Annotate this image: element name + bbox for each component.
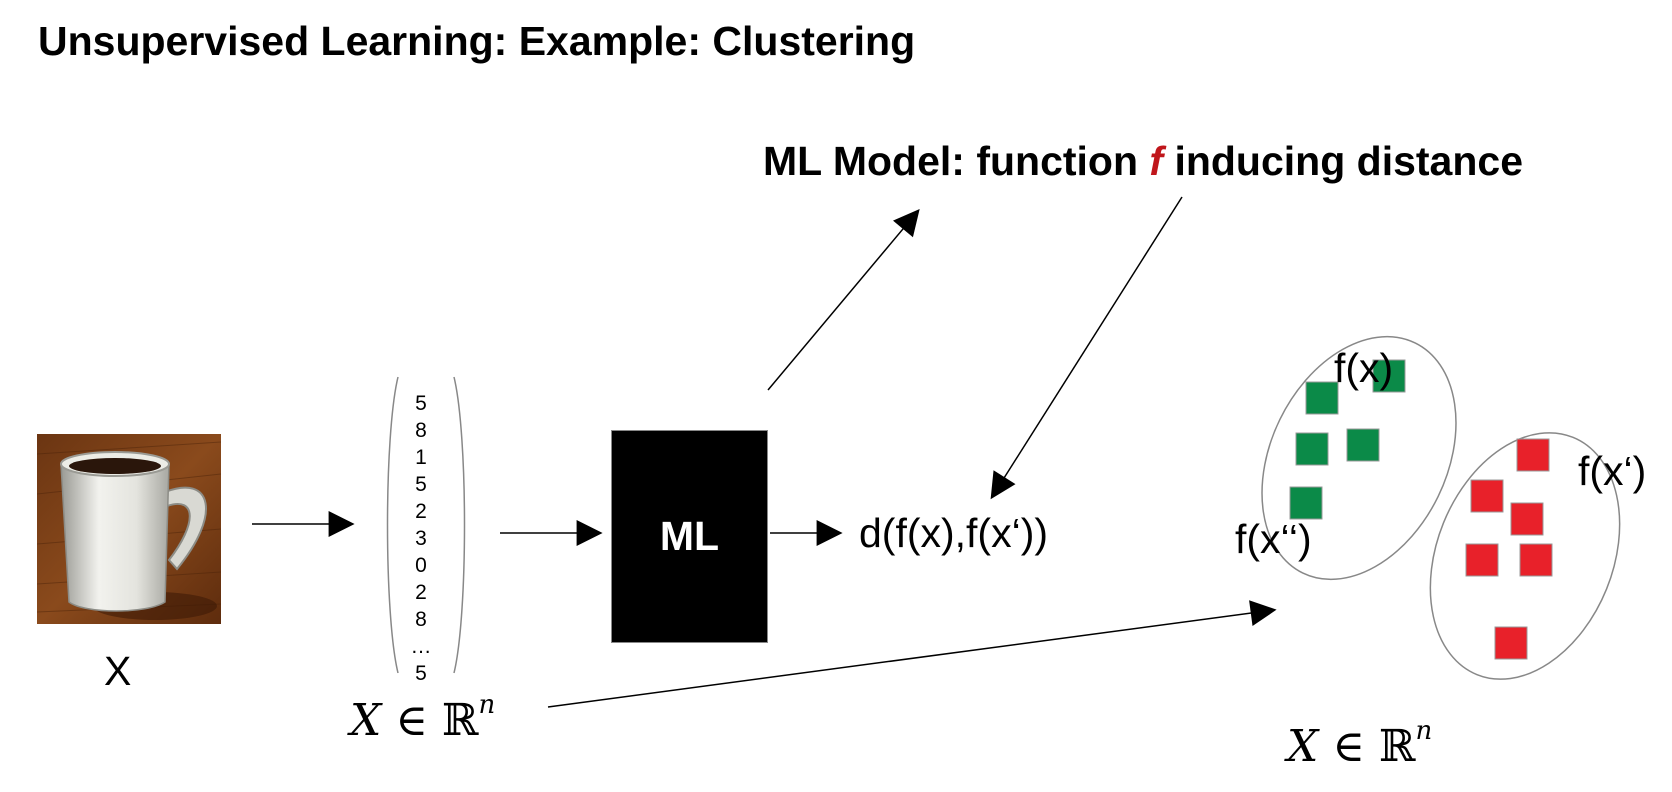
space-exponent: n (1415, 716, 1433, 746)
red-cluster-point (1519, 543, 1553, 577)
green-cluster-outline (1261, 335, 1457, 581)
red-cluster-point (1510, 502, 1544, 536)
green-cluster-point (1372, 359, 1406, 393)
model-heading-prefix: ML Model: function (763, 138, 1150, 184)
red-cluster-point (1516, 438, 1550, 472)
vector-entry: 2 (415, 581, 427, 604)
input-label: X (104, 648, 132, 694)
vector-entry: 5 (415, 662, 427, 685)
vector-brackets (386, 376, 466, 674)
model-heading: ML Model: function f inducing distance (763, 138, 1523, 185)
vector-entry: 3 (415, 527, 427, 550)
space-relation: ∈ (1332, 721, 1365, 772)
space-symbol: X (350, 695, 382, 746)
green-cluster-point (1346, 428, 1380, 462)
vector-entry: 1 (415, 446, 427, 469)
red-cluster-point (1470, 479, 1504, 513)
ml-model-box: ML (611, 430, 768, 643)
red-cluster-outline (1429, 432, 1621, 680)
feature-vector: 5 8 1 5 2 3 0 2 8 … 5 (386, 390, 456, 687)
vector-entry: 0 (415, 554, 427, 577)
green-cluster-point (1305, 381, 1339, 415)
vector-entry: … (410, 635, 432, 658)
slide-title: Unsupervised Learning: Example: Clusteri… (38, 18, 916, 64)
arrow-heading-to-distance (990, 196, 1183, 500)
ml-box-label: ML (659, 513, 720, 559)
red-cluster-point (1465, 543, 1499, 577)
vector-entry: 5 (415, 473, 427, 496)
vector-entry: 8 (415, 608, 427, 631)
vector-entry: 8 (415, 419, 427, 442)
cluster-label-fx: f(x) (1334, 345, 1394, 391)
green-cluster-point (1295, 432, 1329, 466)
input-space-formula: X ∈ ℝn (350, 690, 495, 746)
coffee-mug-photo-icon (37, 434, 221, 624)
space-set: ℝ (1378, 721, 1416, 772)
model-heading-suffix: inducing distance (1163, 138, 1523, 184)
cluster-label-fxpp: f(x‘‘) (1235, 516, 1312, 562)
space-relation: ∈ (395, 695, 428, 746)
vector-entry: 2 (415, 500, 427, 523)
green-cluster-point (1289, 486, 1323, 520)
arrow-space-to-clusters (547, 600, 1277, 708)
arrow-ml-to-heading (767, 209, 920, 391)
red-cluster-point (1494, 626, 1528, 660)
space-symbol: X (1287, 721, 1319, 772)
distance-formula: d(f(x),f(x‘)) (859, 510, 1049, 556)
function-variable: f (1149, 138, 1164, 184)
space-set: ℝ (441, 695, 479, 746)
space-exponent: n (478, 690, 496, 720)
cluster-label-fxp: f(x‘) (1578, 448, 1647, 494)
vector-entry: 5 (415, 392, 427, 415)
embedding-space-formula: X ∈ ℝn (1287, 716, 1432, 772)
